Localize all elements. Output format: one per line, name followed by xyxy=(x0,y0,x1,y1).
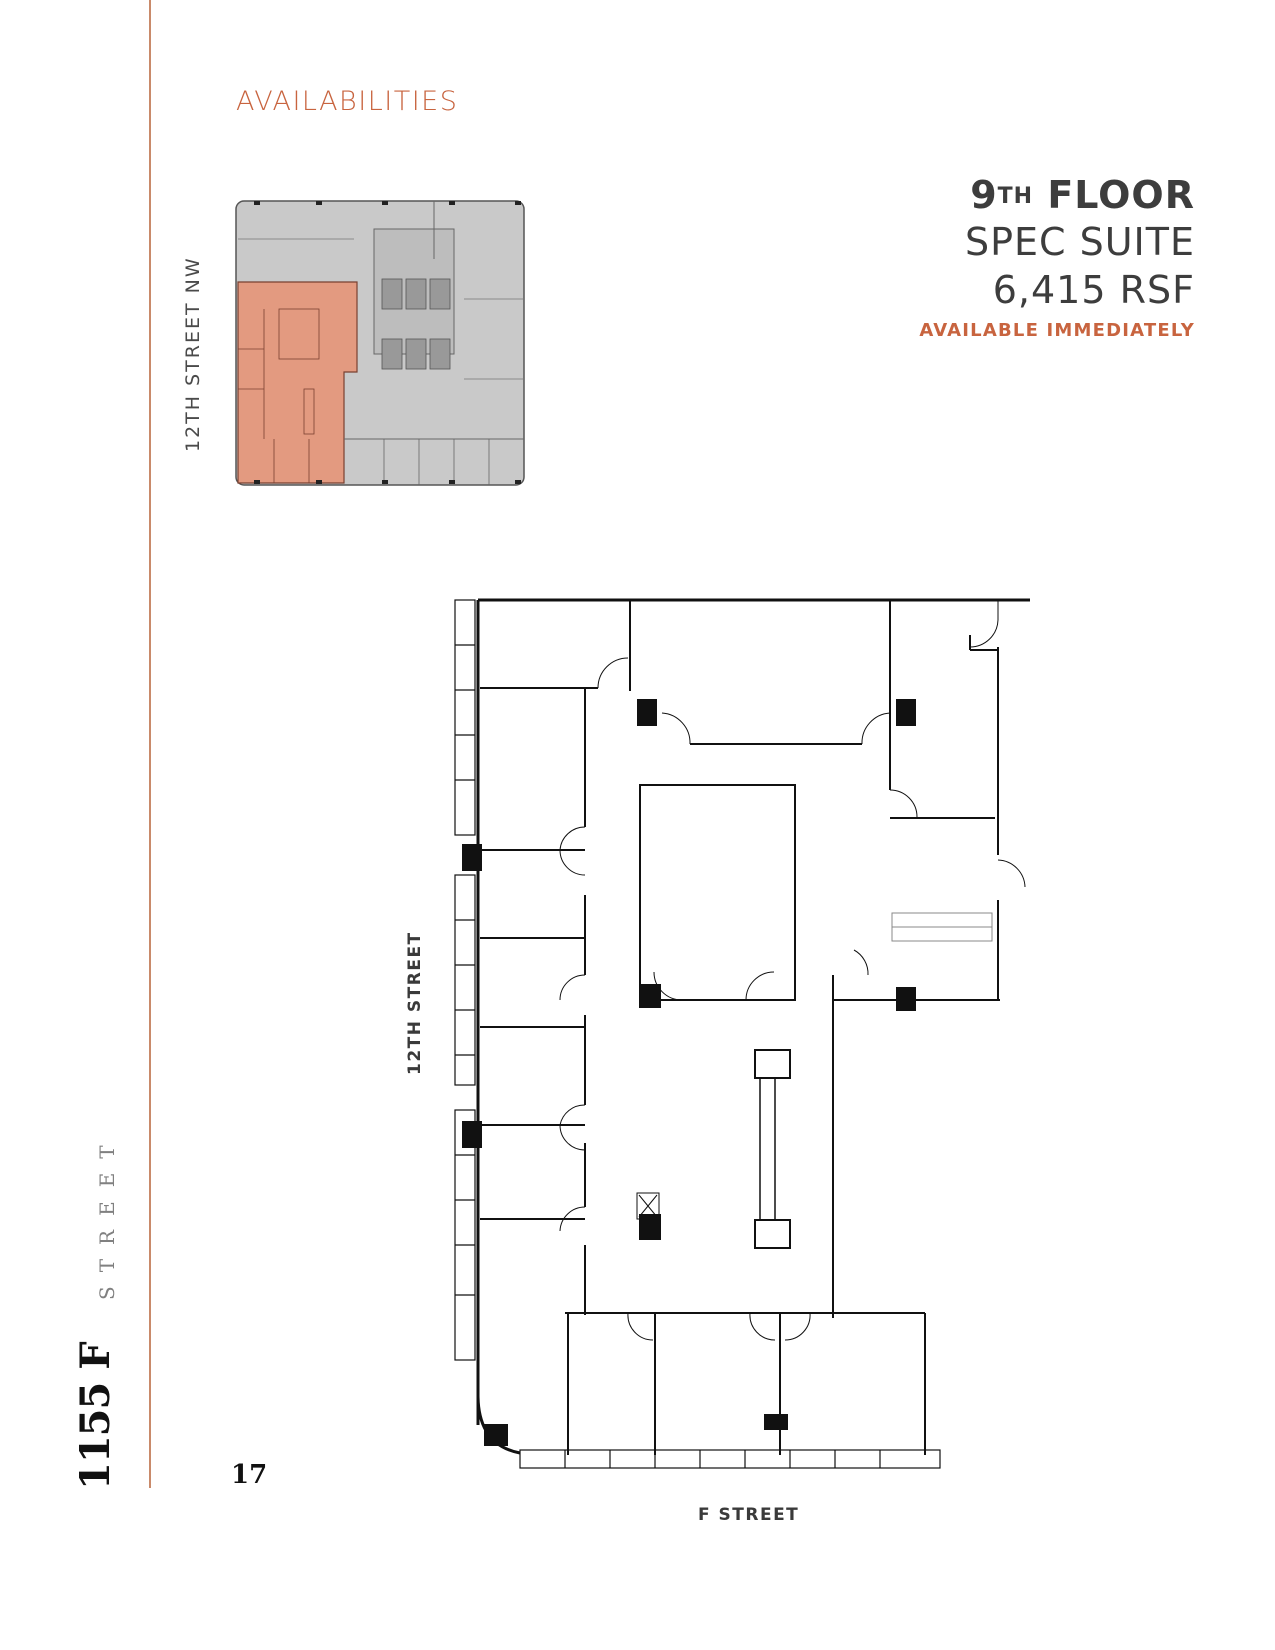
key-plan-street-label: 12TH STREET NW xyxy=(182,256,204,452)
page-number: 17 xyxy=(231,1460,268,1490)
key-plan xyxy=(235,200,525,486)
brand-address-number: 1155 F xyxy=(72,1342,119,1490)
vertical-rule xyxy=(149,0,151,1488)
floor-title: 9TH FLOOR xyxy=(919,172,1195,218)
availability-status: AVAILABLE IMMEDIATELY xyxy=(919,320,1195,341)
suite-size: 6,415 RSF xyxy=(992,268,1195,312)
section-title: AVAILABILITIES xyxy=(236,86,459,117)
floor-ordinal: TH xyxy=(997,184,1034,209)
floor-info: 9TH FLOOR SPEC SUITE 6,415 RSF AVAILABLE… xyxy=(919,172,1195,341)
floor-plan xyxy=(454,598,1030,1469)
floor-number: 9 xyxy=(970,173,998,217)
plan-left-street-label: 12TH STREET xyxy=(405,931,425,1075)
floor-word: FLOOR xyxy=(1047,173,1195,217)
plan-bottom-street-label: F STREET xyxy=(698,1505,800,1525)
suite-type: SPEC SUITE xyxy=(964,220,1195,264)
brand-street-word: STREET xyxy=(95,1131,119,1300)
